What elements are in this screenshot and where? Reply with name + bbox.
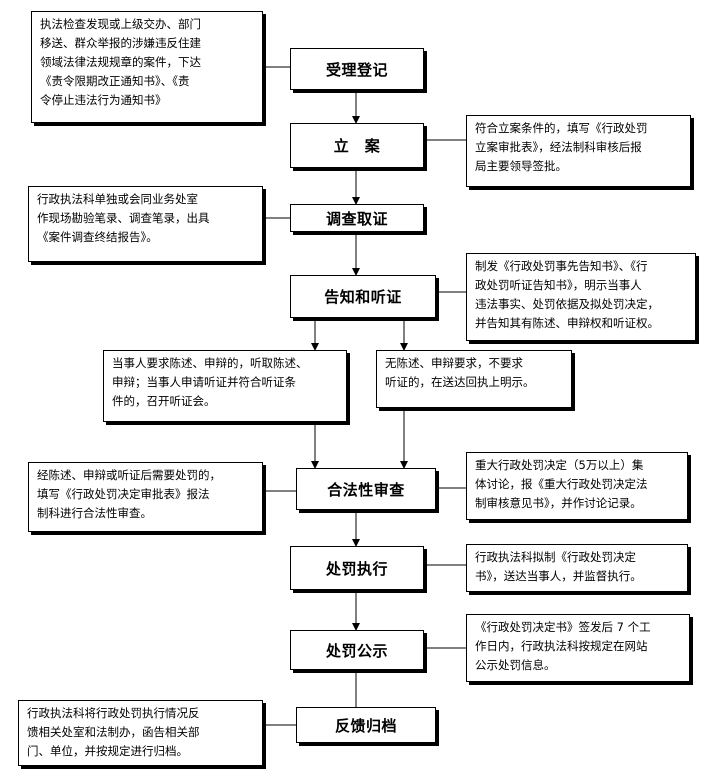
note-major-decision: 重大行政处罚决定（5万以上）集体讨论，报《重大行政处罚决定法制审核意见书》，并作… <box>466 452 688 520</box>
note-investigation-records: 行政执法科单独或会同业务处室作现场勘验笔录、调查笔录，出具《案件调查终结报告》。 <box>28 186 263 262</box>
step-case-filing: 立 案 <box>290 123 424 168</box>
note-case-source: 执法检查发现或上级交办、部门移送、群众举报的涉嫌违反住建领域法律法规规章的案件，… <box>31 11 263 123</box>
step-investigation: 调查取证 <box>290 204 424 232</box>
step-feedback-archive: 反馈归档 <box>296 707 436 743</box>
step-legality-review: 合法性审查 <box>296 468 436 510</box>
step-acceptance-registration: 受理登记 <box>290 48 424 90</box>
note-filing-approval: 符合立案条件的，填写《行政处罚立案审批表》，经法制科审核后报局主要领导签批。 <box>466 115 691 187</box>
step-penalty-execution: 处罚执行 <box>290 546 424 590</box>
note-review-submission: 经陈述、申辩或听证后需要处罚的，填写《行政处罚决定审批表》报法制科进行合法性审查… <box>28 462 263 532</box>
note-statement-hearing: 当事人要求陈述、申辩的，听取陈述、申辩；当事人申请听证并符合听证条件的，召开听证… <box>103 350 347 422</box>
note-publicity-timing: 《行政处罚决定书》签发后 7 个工作日内，行政执法科按规定在网站公示处罚信息。 <box>466 614 690 682</box>
step-penalty-publicity: 处罚公示 <box>290 630 424 670</box>
note-decision-delivery: 行政执法科拟制《行政处罚决定书》，送达当事人，并监督执行。 <box>466 544 688 592</box>
note-archive-feedback: 行政执法科将行政处罚执行情况反馈相关处室和法制办，函告相关部门、单位，并按规定进… <box>18 700 263 766</box>
step-notification-hearing: 告知和听证 <box>290 275 436 318</box>
note-no-request: 无陈述、申辩要求，不要求听证的，在送达回执上明示。 <box>376 350 572 408</box>
note-notification-documents: 制发《行政处罚事先告知书》、《行政处罚听证告知书》，明示当事人违法事实、处罚依据… <box>466 253 696 341</box>
